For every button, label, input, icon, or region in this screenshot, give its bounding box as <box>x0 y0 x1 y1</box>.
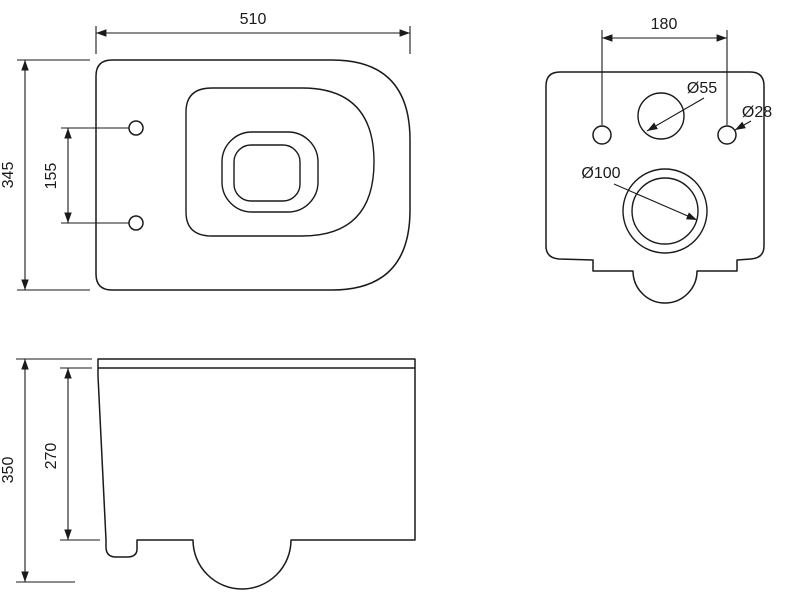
top-view-seat-outline <box>185 87 375 237</box>
rear-view-outlet-inner-circle <box>631 177 699 245</box>
dimension-label-bowl-height: 270 <box>43 443 60 470</box>
rear-view-bolt-hole-left <box>592 125 612 145</box>
rear-view: 180 Ø55 Ø28 Ø100 <box>545 16 772 304</box>
rear-view-bolt-hole-right <box>717 125 737 145</box>
dimension-label-depth: 345 <box>0 162 17 189</box>
dimension-hole-spacing: 155 <box>43 127 129 224</box>
label-inlet-diameter: Ø55 <box>687 80 717 97</box>
top-view-mounting-hole-upper <box>128 120 144 136</box>
leader-line <box>646 97 705 132</box>
leader-line <box>613 183 698 221</box>
dimension-top-depth: 345 <box>0 59 90 291</box>
top-view-bowl-inner <box>233 144 301 202</box>
side-view: 350 270 <box>0 358 416 590</box>
label-bolt-hole-diameter: Ø28 <box>742 104 772 121</box>
rear-view-body-outline <box>545 71 765 304</box>
rear-view-outlet-outer-circle <box>622 168 708 254</box>
dimension-label-overall-height: 350 <box>0 457 17 484</box>
top-view-mounting-hole-lower <box>128 215 144 231</box>
callout-inlet-diameter: Ø55 <box>646 80 717 132</box>
dimension-overall-height: 350 <box>0 358 92 583</box>
top-view-bowl-outer <box>221 131 319 213</box>
dimension-top-width: 510 <box>95 11 411 54</box>
leader-line <box>734 120 752 131</box>
dimension-bolt-spacing: 180 <box>601 16 728 125</box>
side-view-body-outline <box>97 358 416 590</box>
dimension-label-bolt-spacing: 180 <box>651 16 678 33</box>
label-outlet-diameter: Ø100 <box>581 165 620 182</box>
rear-view-inlet-circle <box>637 92 685 140</box>
dimension-label-hole-spacing: 155 <box>43 163 60 190</box>
callout-bolt-hole-diameter: Ø28 <box>734 104 772 131</box>
top-view: 510 345 155 <box>0 11 411 291</box>
callout-outlet-diameter: Ø100 <box>581 165 698 221</box>
dimension-bowl-height: 270 <box>43 367 100 541</box>
dimension-label-width: 510 <box>240 11 267 28</box>
top-view-body-outline <box>95 59 411 291</box>
